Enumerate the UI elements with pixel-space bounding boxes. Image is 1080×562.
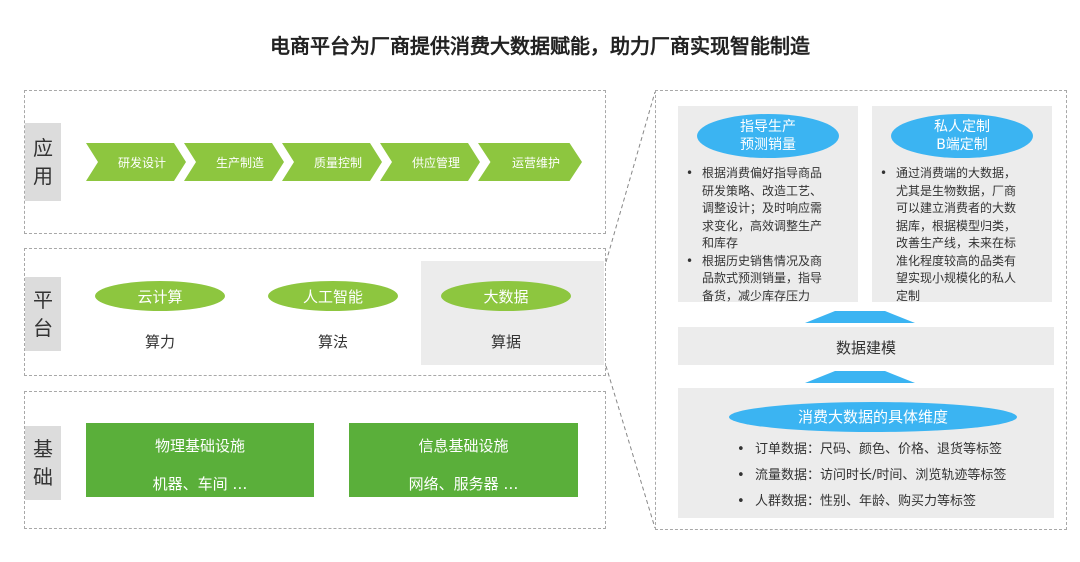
guide-production-title: 指导生产 预测销量 <box>697 114 839 158</box>
custom-item-line: 准化程度较高的品类有 <box>896 253 1017 268</box>
application-layer-label: 应 用 <box>25 123 61 201</box>
guide-production-title-line-1: 指导生产 <box>740 119 796 135</box>
process-step-quality: 质量控制 <box>282 143 382 181</box>
big-data-highlight <box>421 261 604 365</box>
ai-oval: 人工智能 <box>268 281 398 311</box>
data-dimensions-list: 订单数据：尺码、颜色、价格、退货等标签 流量数据：访问时长/时间、浏览轨迹等标签… <box>735 437 1045 515</box>
up-arrow-icon <box>805 311 915 323</box>
guide-item-1-line: 研发策略、改造工艺、 <box>702 183 823 198</box>
guide-production-item-1: 根据消费偏好指导商品 研发策略、改造工艺、 调整设计；及时响应需 求变化，高效调… <box>684 165 856 253</box>
application-label-char-1: 应 <box>33 136 53 160</box>
data-dimensions-title: 消费大数据的具体维度 <box>729 402 1017 432</box>
detail-panel <box>655 90 1067 530</box>
page-title: 电商平台为厂商提供消费大数据赋能，助力厂商实现智能制造 <box>270 34 810 58</box>
custom-made-item-1: 通过消费端的大数据， 尤其是生物数据，厂商 可以建立消费者的大数 据库，根据模型… <box>878 165 1050 305</box>
guide-item-2-line: 备货，减少库存压力 <box>702 288 811 303</box>
custom-made-list: 通过消费端的大数据， 尤其是生物数据，厂商 可以建立消费者的大数 据库，根据模型… <box>878 165 1050 305</box>
custom-item-line: 可以建立消费者的大数 <box>896 201 1017 215</box>
up-arrow-icon <box>805 371 915 383</box>
custom-item-line: 据库，根据模型归类， <box>896 218 1017 233</box>
foundation-label-char-2: 础 <box>33 465 53 489</box>
information-infrastructure-examples: 网络、服务器 … <box>408 475 519 493</box>
physical-infrastructure-title: 物理基础设施 <box>154 437 245 455</box>
guide-item-1-line: 求变化，高效调整生产 <box>702 218 823 233</box>
data-evidence-label: 算据 <box>490 333 521 351</box>
custom-item-line: 望实现小规模化的私人 <box>896 271 1017 285</box>
custom-item-line: 尤其是生物数据，厂商 <box>896 183 1017 198</box>
platform-layer <box>24 248 606 376</box>
guide-item-2-line: 根据历史销售情况及商 <box>702 253 823 268</box>
custom-item-line: 通过消费端的大数据， <box>896 166 1017 180</box>
algorithm-label: 算法 <box>317 333 348 351</box>
application-label-char-2: 用 <box>33 164 53 188</box>
custom-item-line: 改善生产线，未来在标 <box>896 236 1017 250</box>
guide-item-1-line: 根据消费偏好指导商品 <box>702 166 823 180</box>
information-infrastructure-title: 信息基础设施 <box>418 437 509 455</box>
process-step-rd: 研发设计 <box>86 143 186 181</box>
application-layer <box>24 90 606 234</box>
data-modeling-label: 数据建模 <box>835 339 896 357</box>
custom-item-line: 定制 <box>896 288 921 303</box>
crowd-data-item: 人群数据：性别、年龄、购买力等标签 <box>735 489 1045 515</box>
computing-power-label: 算力 <box>144 333 175 351</box>
guide-production-item-2: 根据历史销售情况及商 品款式预测销量，指导 备货，减少库存压力 <box>684 253 856 306</box>
information-infrastructure-box: 信息基础设施 网络、服务器 … <box>349 423 578 497</box>
process-step-supply: 供应管理 <box>380 143 480 181</box>
cloud-computing-oval: 云计算 <box>95 281 225 311</box>
guide-item-2-line: 品款式预测销量，指导 <box>702 271 823 285</box>
custom-made-title-line-1: 私人定制 <box>934 119 990 135</box>
traffic-data-item: 流量数据：访问时长/时间、浏览轨迹等标签 <box>735 463 1045 489</box>
foundation-label-char-1: 基 <box>33 437 53 461</box>
process-step-operation: 运营维护 <box>478 143 582 181</box>
foundation-layer-label: 基 础 <box>25 426 61 500</box>
platform-layer-label: 平 台 <box>25 277 61 351</box>
physical-infrastructure-box: 物理基础设施 机器、车间 … <box>86 423 314 497</box>
guide-production-list: 根据消费偏好指导商品 研发策略、改造工艺、 调整设计；及时响应需 求变化，高效调… <box>684 165 856 305</box>
guide-item-1-line: 调整设计；及时响应需 <box>702 201 823 215</box>
data-modeling-bar <box>678 327 1054 365</box>
big-data-oval: 大数据 <box>441 281 571 311</box>
platform-label-char-2: 台 <box>33 316 53 340</box>
process-step-production: 生产制造 <box>184 143 284 181</box>
order-data-item: 订单数据：尺码、颜色、价格、退货等标签 <box>735 437 1045 463</box>
physical-infrastructure-examples: 机器、车间 … <box>152 475 248 493</box>
platform-label-char-1: 平 <box>33 288 53 312</box>
foundation-layer <box>24 391 606 529</box>
guide-item-1-line: 和库存 <box>702 236 739 250</box>
guide-production-title-line-2: 预测销量 <box>740 137 796 153</box>
custom-made-title-line-2: B端定制 <box>936 137 988 153</box>
custom-made-title: 私人定制 B端定制 <box>891 114 1033 158</box>
